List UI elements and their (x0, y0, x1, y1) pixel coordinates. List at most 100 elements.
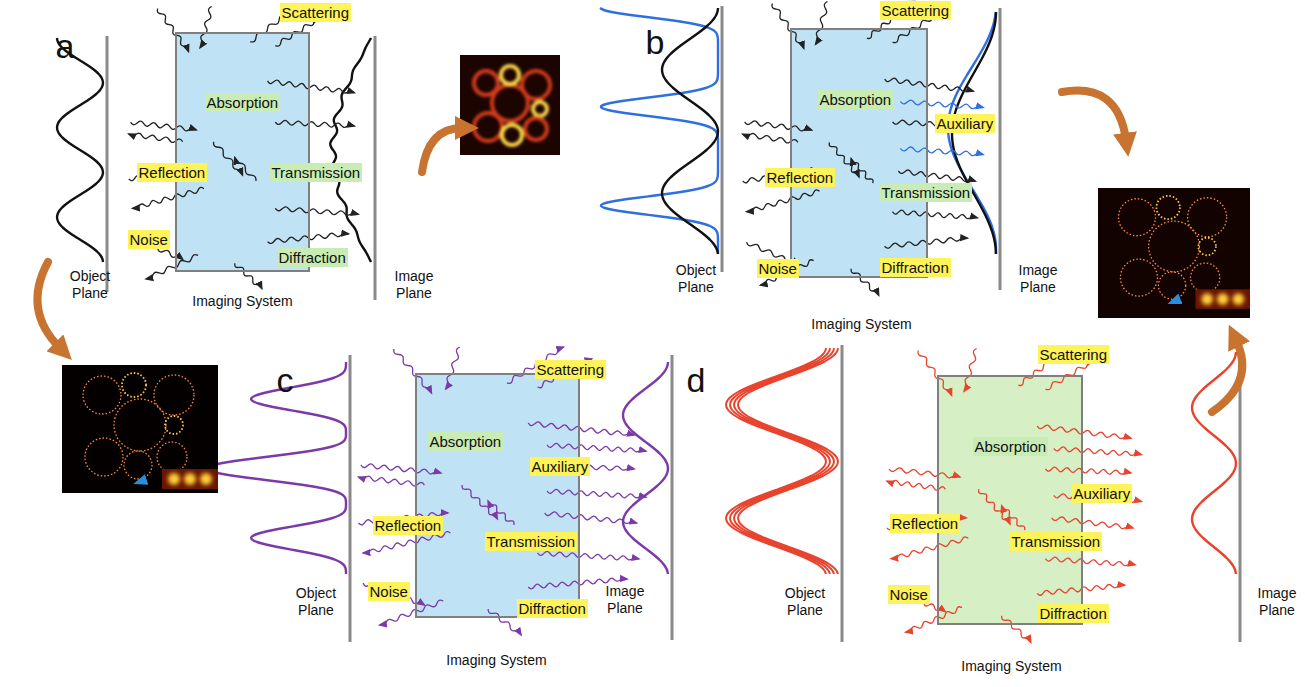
image-ground (460, 55, 560, 155)
image-ground (1098, 188, 1250, 318)
wavy-arrow (816, 1, 828, 44)
effect-highlight: Reflection (137, 163, 208, 182)
wavy-arrow (851, 269, 879, 296)
wavy-arrow (745, 121, 812, 131)
blurred-ring (533, 102, 547, 116)
dotted-ring (83, 376, 121, 414)
wavy-arrow (900, 147, 983, 156)
effect-highlight: Scattering (1038, 345, 1110, 364)
effect-highlight: Reflection (890, 514, 961, 533)
effect-label: Absorption (430, 433, 502, 450)
image-ground (62, 365, 218, 493)
plane-label: Object Plane (62, 268, 118, 302)
waveform (738, 348, 838, 574)
plane-label: Image Plane (1010, 262, 1066, 296)
effect-highlight: Auxiliary (935, 114, 996, 133)
wavy-arrow (361, 464, 441, 474)
wavy-arrow (275, 120, 354, 127)
wavy-arrow (462, 485, 497, 519)
glow-dot (168, 473, 180, 485)
dotted-ring (1191, 263, 1220, 292)
wavy-arrow (547, 443, 646, 451)
plane-label: Object Plane (777, 585, 833, 619)
imaging-system-box: Imaging SystemScatteringAbsorptionReflec… (175, 32, 310, 272)
wavy-arrow (538, 551, 639, 559)
effect-label: Diffraction (279, 249, 346, 266)
effect-label: Noise (370, 583, 408, 600)
curved-arrow (1062, 91, 1126, 140)
wavy-arrow (268, 80, 355, 93)
wavy-arrow (1045, 557, 1135, 566)
system-fill (790, 28, 928, 278)
plane-line (374, 36, 377, 300)
effect-label: Scattering (537, 361, 605, 378)
system-caption: Imaging System (192, 293, 292, 309)
plane-line (721, 6, 724, 272)
dotted-ring (124, 451, 152, 479)
effect-highlight: Noise (757, 259, 799, 278)
dotted-ring (1188, 198, 1227, 237)
wavy-arrow (772, 4, 804, 49)
plane-line (841, 345, 844, 642)
system-fill (175, 32, 310, 272)
wavy-arrow (885, 78, 974, 91)
glow-dot (1217, 293, 1229, 305)
wavy-arrow (900, 100, 983, 109)
plane-label: Image Plane (1252, 585, 1302, 619)
effect-highlight: Diffraction (277, 248, 348, 267)
effect-highlight: Transmission (270, 163, 363, 182)
effect-label: Transmission (272, 164, 361, 181)
panel-letter: a (50, 28, 80, 65)
imaging-system-box: Imaging SystemScatteringAbsorptionAuxili… (415, 373, 580, 618)
orange-arrows (37, 91, 1242, 412)
effect-highlight: Reflection (765, 168, 836, 187)
dot-strip (1195, 289, 1250, 308)
effect-highlight: Scattering (880, 1, 952, 20)
glow-dot (1232, 293, 1244, 305)
effect-label: Scattering (1040, 346, 1108, 363)
wavy-arrow (1037, 585, 1125, 596)
effect-label: Scattering (882, 2, 950, 19)
effect-highlight: Absorption (428, 432, 504, 451)
wavy-arrow (893, 210, 978, 219)
plane-label: Image Plane (386, 268, 442, 302)
plane-label: Object Plane (668, 262, 724, 296)
waveform (726, 348, 826, 574)
effect-highlight: Reflection (373, 516, 444, 535)
dotted-ring (85, 438, 123, 476)
waveform (662, 8, 718, 254)
dotted-ring (157, 442, 187, 472)
effect-highlight: Diffraction (880, 258, 951, 277)
effect-label: Absorption (975, 438, 1047, 455)
system-fills (175, 28, 1083, 625)
wavy-arrow (488, 501, 514, 525)
effect-label: Noise (130, 231, 168, 248)
effect-label: Absorption (207, 94, 279, 111)
wavy-arrow (1002, 506, 1025, 530)
effect-highlight: Noise (128, 230, 170, 249)
plane-line (671, 355, 674, 640)
system-caption: Imaging System (961, 658, 1061, 674)
effect-highlight: Noise (888, 585, 930, 604)
effect-highlight: Transmission (485, 532, 578, 551)
blurred-ring (501, 66, 519, 84)
wavy-arrow (979, 489, 1010, 524)
wavy-arrow (363, 532, 450, 553)
wavy-arrow (545, 512, 637, 524)
wavy-arrow (898, 170, 975, 182)
effect-highlight: Scattering (280, 3, 352, 22)
effect-highlight: Transmission (880, 183, 973, 202)
effect-label: Noise (759, 260, 797, 277)
resolved-image (62, 365, 218, 493)
effect-label: Transmission (1012, 533, 1101, 550)
blurred-image (460, 55, 560, 155)
wavy-arrow (214, 142, 243, 175)
effect-highlight: Transmission (1010, 532, 1103, 551)
blurred-ring (474, 71, 498, 95)
curved-arrow (37, 262, 60, 348)
effect-highlight: Auxiliary (530, 457, 591, 476)
effect-highlight: Absorption (818, 90, 894, 109)
dot-strip (162, 469, 218, 489)
